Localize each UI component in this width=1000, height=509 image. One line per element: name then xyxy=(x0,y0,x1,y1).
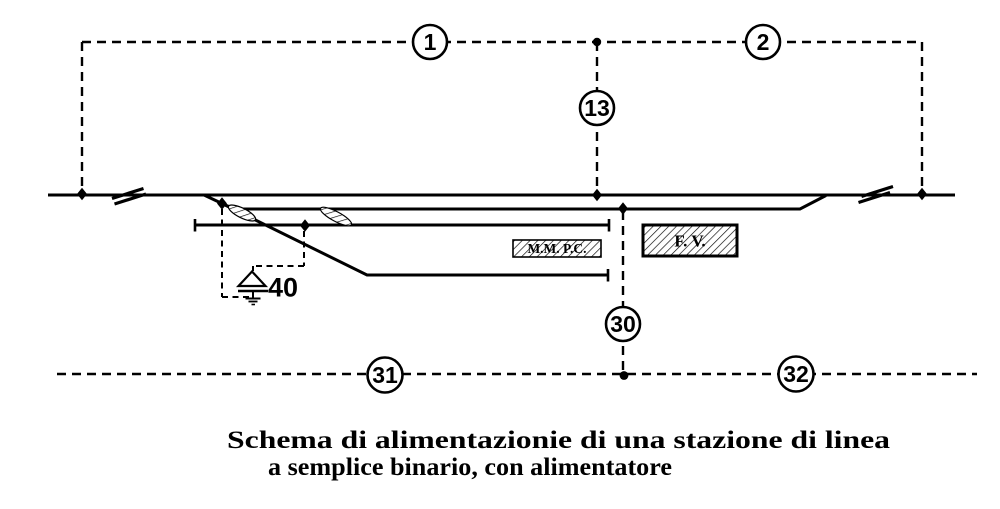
junction-dot xyxy=(300,219,310,232)
node-badge-30-label: 30 xyxy=(610,311,636,337)
track-lines xyxy=(48,193,955,277)
building-mm-pc-label: M.M. P.C. xyxy=(527,241,586,256)
caption: Schema di alimentazionie di una stazione… xyxy=(227,427,891,481)
node-badge-13: 13 xyxy=(578,89,616,127)
loop-track-line xyxy=(223,194,827,211)
node-badge-32: 32 xyxy=(777,355,815,393)
node-badge-32-label: 32 xyxy=(783,361,809,387)
feeder-right-dashed-link xyxy=(252,231,305,271)
building-mm-pc: M.M. P.C. xyxy=(512,239,602,258)
building-mm-pc-box xyxy=(512,239,602,258)
node-badge-2-label: 2 xyxy=(757,29,770,55)
junction-dot xyxy=(917,187,927,201)
junction-dot xyxy=(618,202,628,215)
branch-diagonal-and-siding-track xyxy=(203,193,608,277)
left-cut-mark-icon xyxy=(111,186,147,206)
right-cut-mark-icon xyxy=(858,184,894,205)
node-badges: 1 2 13 30 31 32 xyxy=(366,23,815,394)
junction-dot xyxy=(77,187,87,201)
junction-dot xyxy=(592,37,602,47)
building-fv: F. V. xyxy=(641,223,739,258)
feeder-triangle-icon xyxy=(235,269,269,288)
caption-line-1: Schema di alimentazionie di una stazione… xyxy=(227,427,891,454)
caption-line-2: a semplice binario, con alimentatore xyxy=(268,454,672,481)
insulated-overlap-marks xyxy=(227,204,353,227)
cut-marks xyxy=(111,184,894,206)
node-badge-2: 2 xyxy=(744,23,782,61)
insulator-lens-icon xyxy=(319,206,353,227)
dashed-supply-lines xyxy=(57,40,977,376)
node-badge-30: 30 xyxy=(604,305,642,343)
node-badge-13-label: 13 xyxy=(584,95,610,121)
junction-dots xyxy=(77,37,927,380)
junction-dot xyxy=(217,197,227,210)
building-fv-box xyxy=(641,223,739,258)
building-fv-label: F. V. xyxy=(674,232,705,251)
insulator-lens-icon xyxy=(227,204,257,222)
feeder-label: 40 xyxy=(268,273,298,303)
node-badge-31-label: 31 xyxy=(372,362,398,388)
junction-dot xyxy=(619,371,629,380)
earth-ground-icon xyxy=(245,297,261,306)
node-badge-31: 31 xyxy=(366,356,404,394)
feeder-earth-symbol: 40 xyxy=(235,269,298,306)
node-badge-1: 1 xyxy=(411,23,449,61)
buffer-stop-bars xyxy=(193,219,611,282)
node-badge-1-label: 1 xyxy=(424,29,437,55)
junction-dot xyxy=(592,188,602,202)
